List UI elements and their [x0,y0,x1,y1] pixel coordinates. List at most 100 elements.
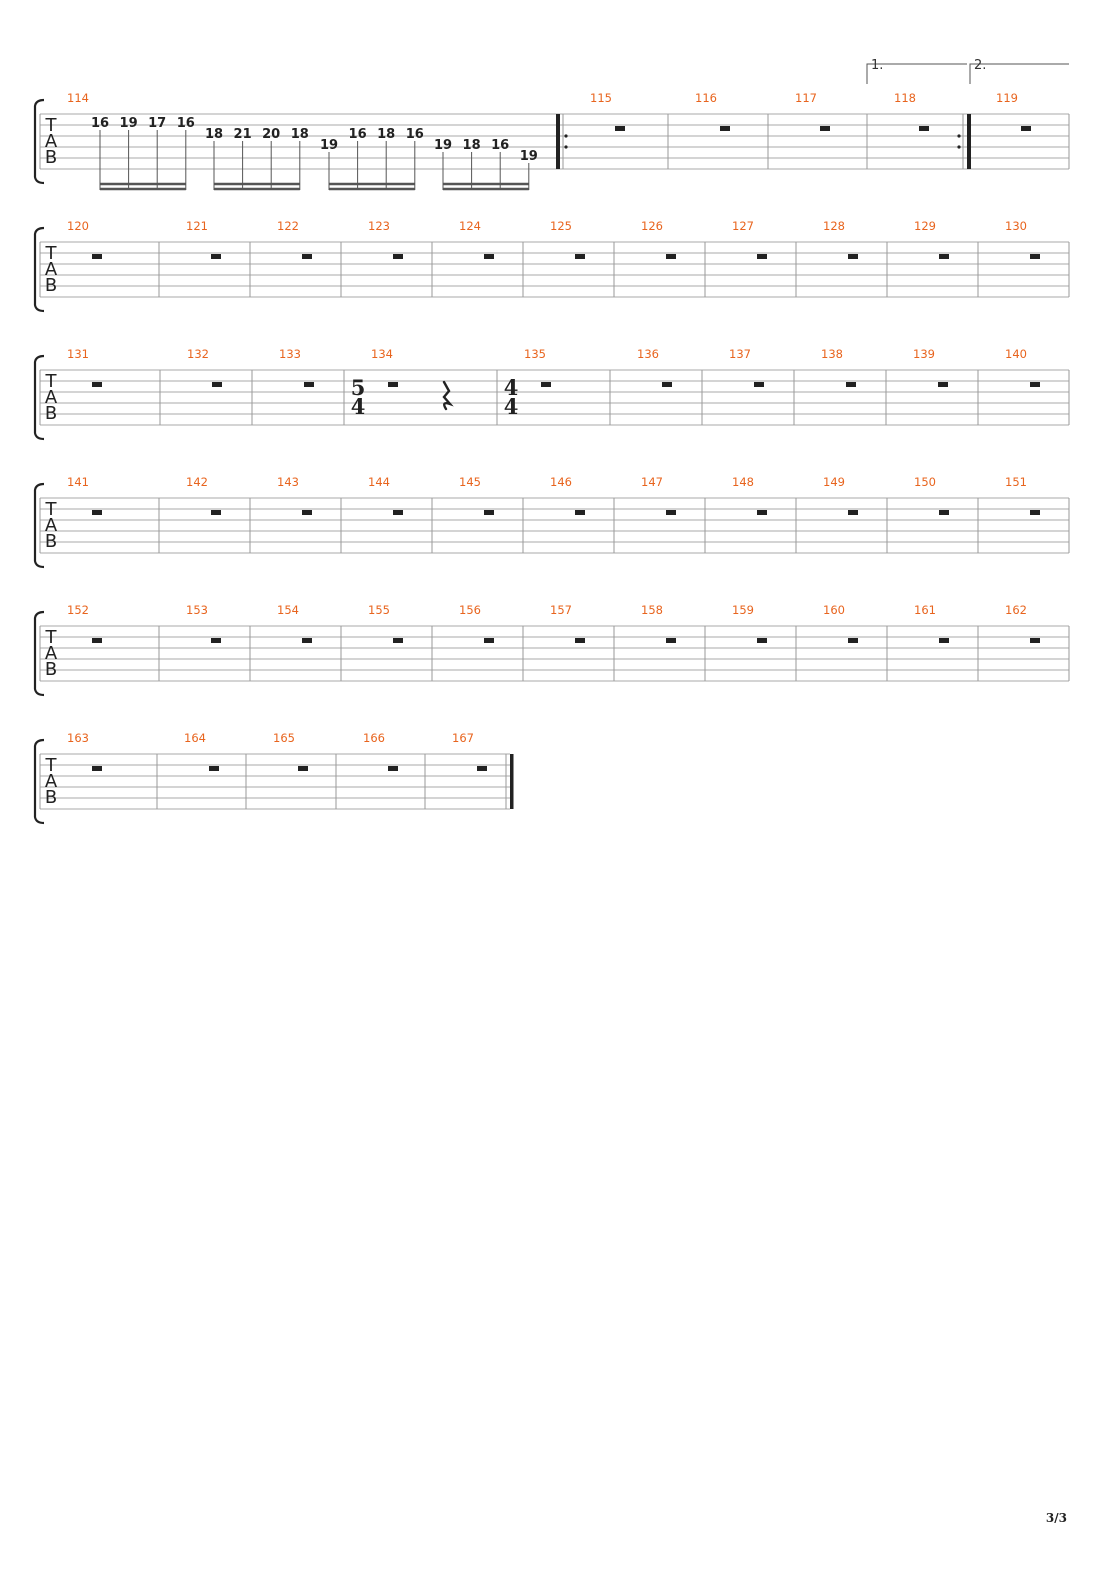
measure-number: 121 [186,219,208,233]
half-rest [92,254,102,259]
tab-note: 19 [320,138,338,153]
half-rest [846,382,856,387]
tab-clef-letter: B [45,659,57,680]
quarter-rest [442,380,454,411]
tab-note: 16 [177,116,195,131]
tab-clef-letter: A [45,387,58,408]
repeat-dot [564,145,568,149]
tab-note: 17 [148,116,166,131]
half-rest [302,254,312,259]
measure-number: 158 [641,603,663,617]
measure-number: 151 [1005,475,1027,489]
repeat-start-thick [556,114,560,169]
half-rest [1030,254,1040,259]
tab-clef-letter: A [45,259,58,280]
measure-number: 124 [459,219,481,233]
system-bracket [33,738,45,825]
tab-note: 16 [491,138,509,153]
system-bracket [33,226,45,313]
measure-number: 166 [363,731,385,745]
volta-label: 2. [974,58,986,73]
half-rest [1021,126,1031,131]
measure-number: 144 [368,475,390,489]
measure-number: 157 [550,603,572,617]
page-number: 3/3 [1046,1511,1067,1525]
tab-clef-letter: B [45,147,57,168]
measure-number: 116 [695,91,717,105]
tab-clef-letter: A [45,131,58,152]
measure-number: 118 [894,91,916,105]
measure-number: 115 [590,91,612,105]
time-signature-top: 5 [351,375,366,400]
half-rest [211,638,221,643]
half-rest [754,382,764,387]
half-rest [211,510,221,515]
half-rest [666,254,676,259]
half-rest [666,510,676,515]
tab-clef-letter: T [45,627,58,648]
repeat-dot [957,145,961,149]
half-rest [757,638,767,643]
half-rest [92,382,102,387]
half-rest [848,254,858,259]
half-rest [393,638,403,643]
measure-number: 120 [67,219,89,233]
measure-number: 142 [186,475,208,489]
tab-note: 20 [262,127,280,142]
tab-note: 18 [463,138,481,153]
half-rest [484,638,494,643]
half-rest [484,254,494,259]
tab-note: 18 [377,127,395,142]
time-signature-bottom: 4 [351,394,366,419]
tab-clef-letter: B [45,275,57,296]
measure-number: 119 [996,91,1018,105]
measure-number: 129 [914,219,936,233]
measure-number: 163 [67,731,89,745]
half-rest [1030,382,1040,387]
half-rest [848,638,858,643]
half-rest [304,382,314,387]
tab-note: 19 [520,149,538,164]
tab-note: 16 [91,116,109,131]
repeat-dot [957,134,961,138]
half-rest [302,510,312,515]
measure-number: 167 [452,731,474,745]
system-bracket [33,98,45,185]
measure-number: 145 [459,475,481,489]
measure-number: 128 [823,219,845,233]
tab-clef-letter: B [45,403,57,424]
measure-number: 137 [729,347,751,361]
measure-number: 132 [187,347,209,361]
final-barline [510,754,514,809]
half-rest [615,126,625,131]
half-rest [1030,510,1040,515]
measure-number: 153 [186,603,208,617]
half-rest [209,766,219,771]
half-rest [939,510,949,515]
measure-number: 114 [67,91,89,105]
tab-clef-letter: B [45,787,57,808]
measure-number: 155 [368,603,390,617]
half-rest [393,510,403,515]
tab-clef-letter: T [45,755,58,776]
half-rest [939,254,949,259]
measure-number: 135 [524,347,546,361]
half-rest [720,126,730,131]
half-rest [820,126,830,131]
measure-number: 123 [368,219,390,233]
half-rest [484,510,494,515]
tab-clef-letter: B [45,531,57,552]
system-bracket [33,610,45,697]
half-rest [388,382,398,387]
half-rest [666,638,676,643]
measure-number: 126 [641,219,663,233]
measure-number: 162 [1005,603,1027,617]
half-rest [541,382,551,387]
measure-number: 165 [273,731,295,745]
tab-note: 16 [406,127,424,142]
measure-number: 152 [67,603,89,617]
